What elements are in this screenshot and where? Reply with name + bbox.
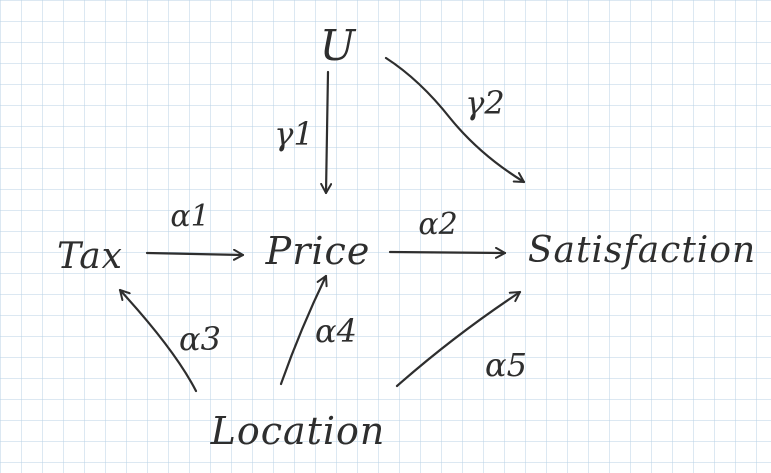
label-gamma2: γ2 bbox=[465, 84, 504, 122]
edge-tax-price bbox=[145, 248, 245, 261]
label-alpha2: α2 bbox=[418, 207, 457, 242]
edge-location-price bbox=[279, 274, 328, 386]
node-satisfaction: Satisfaction bbox=[528, 230, 756, 271]
edge-price-satisfaction bbox=[388, 246, 507, 259]
node-u: U bbox=[320, 21, 357, 70]
label-alpha4: α4 bbox=[315, 312, 357, 350]
node-location: Location bbox=[210, 409, 386, 453]
node-price: Price bbox=[265, 229, 371, 273]
label-gamma1: γ1 bbox=[274, 115, 313, 153]
edge-u-price bbox=[320, 70, 333, 195]
edge-location-tax bbox=[118, 288, 198, 393]
label-alpha1: α1 bbox=[170, 199, 209, 234]
label-alpha3: α3 bbox=[179, 320, 221, 358]
label-alpha5: α5 bbox=[485, 346, 527, 384]
node-tax: Tax bbox=[57, 236, 123, 277]
edge-location-satisfaction bbox=[395, 290, 522, 388]
edge-u-satisfaction bbox=[384, 56, 526, 184]
